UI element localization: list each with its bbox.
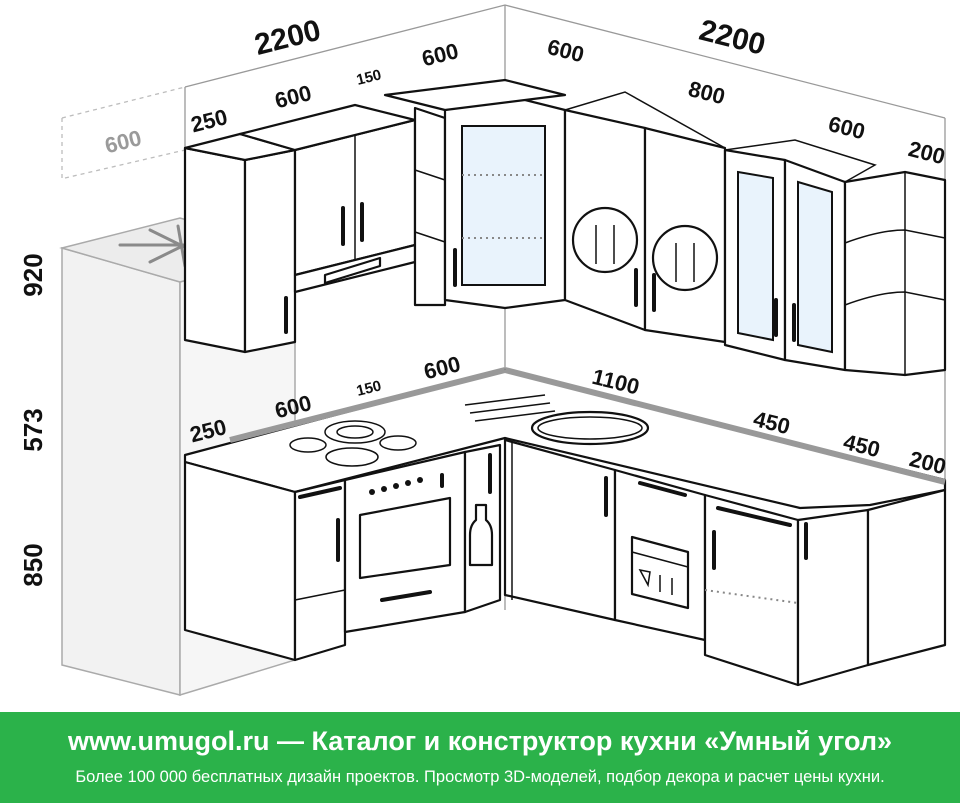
sink-cabinet-left — [503, 438, 617, 622]
bottle-icon — [468, 503, 494, 567]
dim-fridge-depth: 600 — [102, 125, 144, 158]
glass-door — [461, 125, 546, 286]
handle — [716, 506, 792, 527]
dim-height-lower: 850 — [18, 543, 48, 586]
base-cabinets — [183, 438, 947, 687]
upper-800-top — [564, 91, 726, 149]
shelf — [414, 231, 446, 243]
cutlery-plate-icon — [651, 224, 719, 292]
base-cabinet-450-right — [796, 508, 870, 687]
promo-banner: www.umugol.ru — Каталог и конструктор ку… — [0, 712, 960, 803]
glass-door — [737, 170, 774, 342]
handle — [638, 481, 687, 497]
range-hood-icon — [323, 256, 382, 285]
shelf — [844, 291, 946, 306]
cutlery-plate-icon — [571, 206, 639, 274]
base-cabinet-250 — [293, 478, 347, 662]
dim-upper-left-250: 250 — [188, 104, 230, 137]
fridge-depth-guide — [64, 149, 186, 179]
banner-title[interactable]: www.umugol.ru — Каталог и конструктор ку… — [68, 726, 892, 756]
upper-cabinets-right — [563, 91, 947, 377]
handle — [298, 486, 342, 499]
hood-cabinet-top — [238, 103, 417, 152]
kitchen-drawing: 2200 2200 250 600 150 600 600 800 600 20… — [18, 4, 949, 697]
dim-base-left-150: 150 — [355, 377, 383, 400]
countertop — [183, 367, 947, 510]
glass-cabinet-top — [724, 139, 877, 183]
cooktop-icon — [289, 420, 417, 467]
dim-upper-right-corner-600: 600 — [545, 34, 587, 67]
oven-window — [358, 496, 452, 580]
upper-cabinets-left — [183, 78, 567, 354]
dishwasher-icon — [630, 535, 690, 610]
shelf-line — [704, 589, 799, 604]
shelf-line — [294, 589, 346, 601]
oven-handle — [380, 590, 432, 602]
dim-height-middle: 573 — [18, 408, 48, 451]
upper-end-panel — [183, 146, 247, 354]
fridge-front — [61, 247, 181, 696]
dim-right-wall-length: 2200 — [696, 14, 769, 62]
corner-base-200 — [866, 488, 947, 667]
corner-upper-top — [383, 78, 567, 112]
dim-upper-right-600: 600 — [826, 111, 868, 144]
banner-subtitle: Более 100 000 бесплатных дизайн проектов… — [75, 768, 885, 786]
dim-upper-left-600: 600 — [272, 80, 314, 113]
corner-open-shelf — [843, 170, 947, 377]
dim-upper-left-corner-600: 600 — [419, 38, 461, 71]
wall-edge-left — [229, 367, 506, 443]
sink-icon — [464, 394, 650, 446]
dim-upper-right-200: 200 — [906, 136, 948, 169]
dim-height-upper: 920 — [18, 253, 48, 296]
wall-edge-right — [504, 367, 946, 485]
oven-controls — [369, 477, 423, 495]
shelf — [844, 229, 946, 244]
dim-upper-left-150: 150 — [355, 66, 383, 89]
fridge-top-guide — [61, 86, 186, 119]
open-shelf-150 — [413, 106, 447, 307]
base-end-panel — [183, 460, 297, 662]
dim-upper-right-800: 800 — [686, 76, 728, 109]
shelf — [414, 169, 446, 181]
glass-door — [797, 180, 833, 354]
